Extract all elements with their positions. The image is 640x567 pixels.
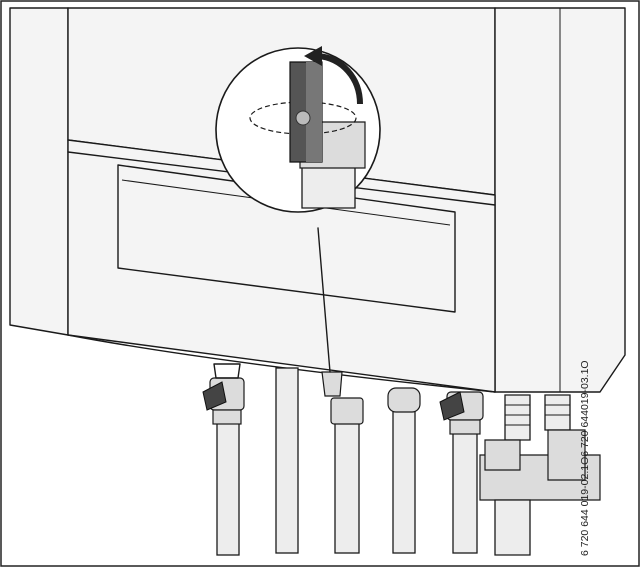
connection-pipes [202,363,484,556]
condensate-siphon [479,394,601,556]
gas-valve [202,363,245,425]
figure-reference-code: 6 720 644 019-02.1O6 720 644019-03.1O [579,360,591,556]
detail-magnifier [215,46,381,213]
rotate-arrow-icon [304,46,363,105]
service-valve-handle [289,61,323,163]
boiler-housing [9,7,626,393]
detail-leader-line [317,227,331,373]
